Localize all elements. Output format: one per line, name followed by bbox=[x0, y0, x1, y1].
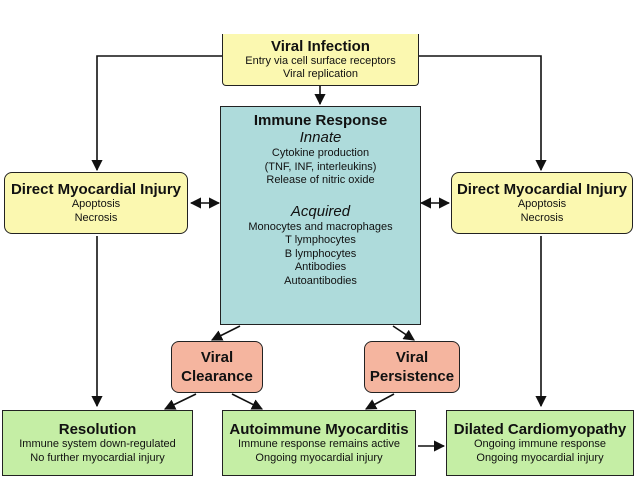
viral-infection-title: Viral Infection bbox=[271, 37, 370, 55]
viral-persistence-line-1: Viral bbox=[395, 349, 429, 366]
injury-left-title: Direct Myocardial Injury bbox=[10, 181, 182, 198]
arrow-immune-to-persistence bbox=[392, 325, 415, 341]
dilated-line-2: Ongoing myocardial injury bbox=[476, 451, 604, 464]
arrow-immune-to-clearance bbox=[210, 325, 241, 341]
arrow-clearance-to-resolution bbox=[163, 393, 197, 410]
acquired-line-2: T lymphocytes bbox=[285, 234, 356, 246]
resolution-box: Resolution Immune system down-regulated … bbox=[2, 410, 193, 476]
injury-left-line-1: Apoptosis bbox=[71, 198, 121, 210]
arrow-infection-to-left-injury bbox=[91, 55, 222, 172]
autoimmune-title: Autoimmune Myocarditis bbox=[229, 421, 409, 438]
viral-infection-line-2: Viral replication bbox=[282, 68, 358, 80]
resolution-title: Resolution bbox=[58, 421, 137, 438]
acquired-line-4: Antibodies bbox=[294, 261, 347, 273]
acquired-heading: Acquired bbox=[290, 202, 351, 220]
viral-infection-line-1: Entry via cell surface receptors bbox=[245, 54, 396, 67]
immune-response-title: Immune Response bbox=[253, 112, 388, 129]
resolution-line-1: Immune system down-regulated bbox=[19, 438, 176, 450]
direct-myocardial-injury-right-box: Direct Myocardial Injury Apoptosis Necro… bbox=[451, 172, 633, 234]
autoimmune-myocarditis-box: Autoimmune Myocarditis Immune response r… bbox=[222, 410, 416, 476]
viral-infection-box: Viral Infection Entry via cell surface r… bbox=[222, 34, 419, 86]
autoimmune-line-1: Immune response remains active bbox=[237, 438, 400, 450]
injury-right-title: Direct Myocardial Injury bbox=[456, 181, 628, 198]
acquired-line-3: B lymphocytes bbox=[284, 247, 357, 260]
arrow-clearance-to-autoimmune bbox=[231, 393, 264, 410]
viral-persistence-line-2: Persistence bbox=[369, 368, 455, 385]
viral-clearance-line-2: Clearance bbox=[181, 368, 253, 385]
autoimmune-line-2: Ongoing myocardial injury bbox=[255, 451, 383, 464]
acquired-line-5: Autoantibodies bbox=[284, 274, 357, 287]
dilated-cardiomyopathy-box: Dilated Cardiomyopathy Ongoing immune re… bbox=[446, 410, 634, 476]
dilated-line-1: Ongoing immune response bbox=[473, 438, 607, 450]
viral-persistence-box: Viral Persistence bbox=[364, 341, 460, 393]
arrow-persistence-to-autoimmune bbox=[365, 393, 395, 410]
injury-right-line-1: Apoptosis bbox=[517, 198, 567, 210]
innate-line-2: (TNF, INF, interleukins) bbox=[264, 160, 377, 173]
resolution-line-2: No further myocardial injury bbox=[30, 451, 165, 464]
direct-myocardial-injury-left-box: Direct Myocardial Injury Apoptosis Necro… bbox=[4, 172, 188, 234]
viral-clearance-box: Viral Clearance bbox=[171, 341, 263, 393]
arrow-infection-to-right-injury bbox=[419, 55, 547, 172]
acquired-line-1: Monocytes and macrophages bbox=[248, 220, 393, 233]
injury-right-line-2: Necrosis bbox=[520, 211, 564, 224]
innate-line-3: Release of nitric oxide bbox=[266, 174, 375, 186]
dilated-title: Dilated Cardiomyopathy bbox=[453, 421, 627, 438]
innate-line-1: Cytokine production bbox=[271, 147, 370, 159]
innate-heading: Innate bbox=[299, 129, 342, 146]
viral-clearance-line-1: Viral bbox=[200, 349, 234, 366]
immune-response-box: Immune Response Innate Cytokine producti… bbox=[220, 106, 421, 325]
injury-left-line-2: Necrosis bbox=[74, 211, 118, 224]
